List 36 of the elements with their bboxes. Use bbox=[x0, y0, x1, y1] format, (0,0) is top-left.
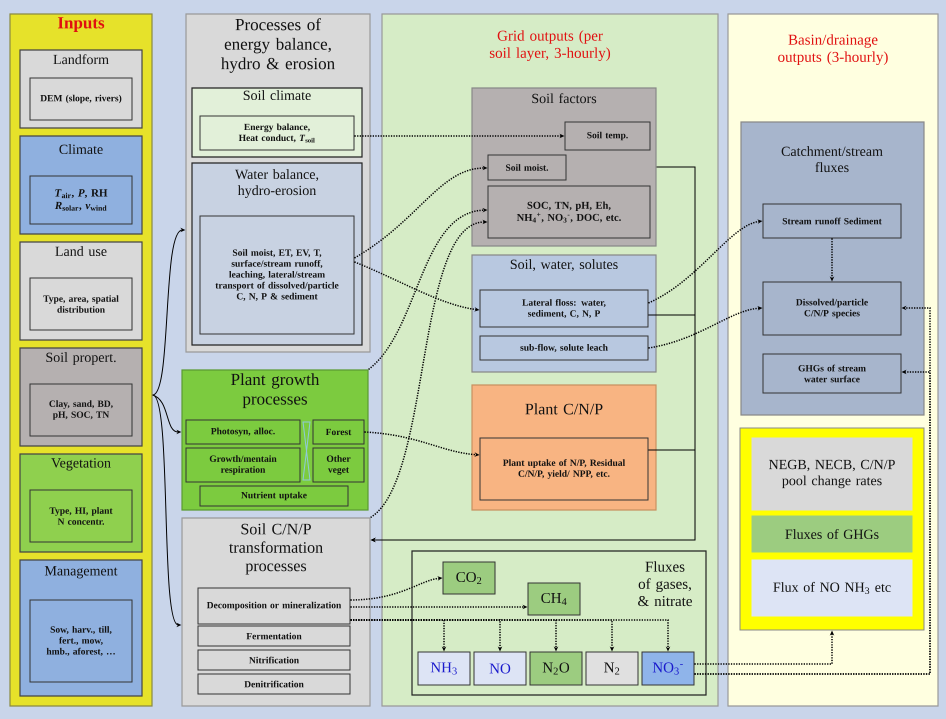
species-box: NH$_{3}$ bbox=[418, 652, 470, 686]
text-box: Other veget bbox=[312, 448, 364, 482]
text-box: Stream runoff Sediment bbox=[762, 204, 902, 238]
text-box: Flux of NO NH$_{3}$ etc bbox=[752, 560, 912, 616]
species-box: CH$_{4}$ bbox=[528, 582, 580, 616]
text-box: Soil moist, ET, EV, T, surface/stream runoff, leaching, lateral/stream transport of dissolved/particle C, N, P & sediment bbox=[200, 216, 354, 334]
species-box: NO$_{3}$- bbox=[642, 652, 694, 686]
text-box: GHGs of stream water surface bbox=[762, 354, 902, 394]
species-box: NO bbox=[474, 652, 526, 686]
text-box: Soil temp. bbox=[564, 122, 650, 150]
text-box: T$_{air}$, P, RH R$_{solar}$, v$_{wind}$ bbox=[30, 176, 132, 224]
text-box: sub-flow, solute leach bbox=[480, 336, 648, 360]
text-box: Clay, sand, BD, pH, SOC, TN bbox=[30, 384, 132, 436]
species-box: CO$_{2}$ bbox=[442, 562, 496, 594]
text-box: Photosyn, alloc. bbox=[186, 420, 300, 444]
text-box: NEGB, NECB, C/N/P pool change rates bbox=[752, 438, 912, 510]
species-box: N$_{2}$O bbox=[530, 652, 582, 686]
text-box: Nitrification bbox=[198, 650, 350, 670]
text-box: Soil moist. bbox=[488, 154, 566, 180]
text-box: Type, area, spatial distribution bbox=[30, 278, 132, 330]
text-box: Sow, harv., till, fert., mow, hmb., aforest, … bbox=[30, 600, 132, 682]
text-box: Type, HI, plant N concentr. bbox=[30, 490, 132, 542]
text-box: Dissolved/particle C/N/P species bbox=[762, 282, 902, 336]
text-box: Nutrient uptake bbox=[200, 486, 348, 506]
text-box: Fermentation bbox=[198, 626, 350, 646]
species-box: N$_{2}$ bbox=[586, 652, 638, 686]
text-box: Lateral floss: water, sediment, C, N, P bbox=[480, 290, 648, 328]
text-box: Plant uptake of N/P, Residual C/N/P, yield/ NPP, etc. bbox=[480, 438, 648, 500]
text-box: Denitrification bbox=[198, 674, 350, 694]
text-box: Energy balance, Heat conduct, T$_{soil}$ bbox=[200, 116, 354, 150]
text-box: SOC, TN, pH, Eh, NH$_{4}$$^{+}$, NO$_{3}$$^{-}$, DOC, etc. bbox=[488, 186, 650, 238]
text-box: DEM (slope, rivers) bbox=[30, 78, 132, 120]
text-box: Fluxes of GHGs bbox=[752, 516, 912, 552]
text-box: Forest bbox=[312, 420, 364, 444]
text-box: Growth/mentain respiration bbox=[186, 448, 300, 482]
text-box: Decomposition or mineralization bbox=[198, 588, 350, 624]
